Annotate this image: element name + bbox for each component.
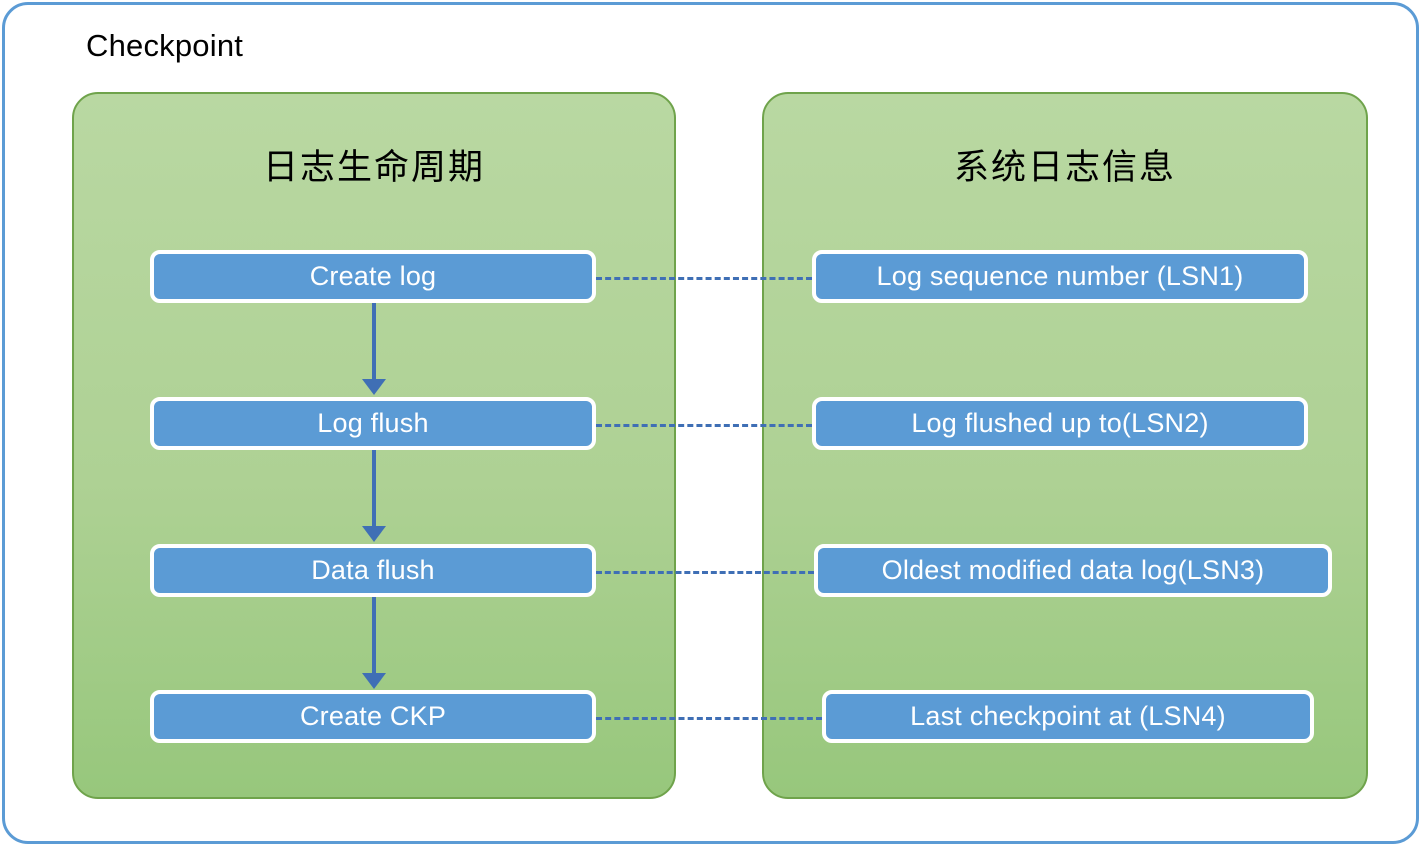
arrow-log-flush-to-data-flush: [372, 450, 376, 528]
node-log-flushed-up-to[interactable]: Log flushed up to(LSN2): [812, 397, 1308, 450]
arrow-head-data-flush: [362, 526, 386, 542]
connector-log-flush-to-lsn2: [596, 424, 812, 427]
connector-create-ckp-to-lsn4: [596, 717, 822, 720]
node-log-sequence-number[interactable]: Log sequence number (LSN1): [812, 250, 1308, 303]
arrow-data-flush-to-create-ckp: [372, 597, 376, 675]
arrow-head-create-ckp: [362, 673, 386, 689]
node-last-checkpoint-at[interactable]: Last checkpoint at (LSN4): [822, 690, 1314, 743]
connector-create-log-to-lsn1: [596, 277, 812, 280]
panel-right-title: 系统日志信息: [953, 148, 1176, 188]
panel-left-title: 日志生命周期: [262, 148, 485, 188]
node-oldest-modified-data-log[interactable]: Oldest modified data log(LSN3): [814, 544, 1332, 597]
page-title: Checkpoint: [86, 28, 244, 63]
arrow-head-log-flush: [362, 379, 386, 395]
connector-data-flush-to-lsn3: [596, 571, 814, 574]
node-log-flush[interactable]: Log flush: [150, 397, 596, 450]
node-data-flush[interactable]: Data flush: [150, 544, 596, 597]
node-create-ckp[interactable]: Create CKP: [150, 690, 596, 743]
arrow-create-log-to-log-flush: [372, 303, 376, 381]
node-create-log[interactable]: Create log: [150, 250, 596, 303]
